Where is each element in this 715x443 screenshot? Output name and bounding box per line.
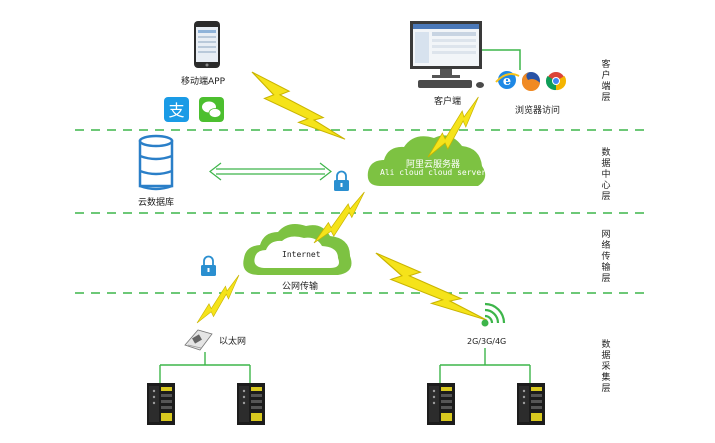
svg-text:e: e — [503, 74, 511, 89]
browser-access-label: 浏览器访问 — [515, 106, 561, 116]
mobile-phone-icon — [194, 21, 220, 68]
client-label: 客户端 — [434, 97, 462, 107]
ie-browser-icon: e — [495, 71, 520, 89]
internet-label: Internet — [282, 250, 321, 259]
collector-device-icon — [237, 383, 265, 425]
desktop-computer-icon — [410, 21, 521, 88]
ali-cloud-cn-label: 阿里云服务器 — [406, 160, 461, 170]
collector-device-icon — [427, 383, 455, 425]
layer-label-collection: 数据采集层 — [601, 340, 611, 394]
cloud-db-label: 云数据库 — [138, 198, 175, 208]
lightning-link-icon — [313, 191, 365, 244]
public-net-label: 公网传输 — [282, 282, 319, 292]
wifi-signal-icon — [481, 302, 506, 327]
ali-cloud-icon — [367, 135, 486, 186]
ethernet-label: 以太网 — [219, 337, 247, 347]
wechat-icon — [199, 97, 224, 122]
lock-icon — [201, 255, 216, 276]
mobile-app-label: 移动端APP — [181, 77, 226, 87]
device-connection-lines — [159, 348, 531, 383]
ali-cloud-en-label: Ali cloud cloud server — [380, 168, 486, 177]
svg-text:支: 支 — [168, 101, 184, 120]
lightning-link-icon — [196, 274, 240, 324]
layer-label-network: 网络传输层 — [601, 230, 611, 284]
collector-device-icon — [147, 383, 175, 425]
collector-device-icon — [517, 383, 545, 425]
ethernet-module-icon — [184, 329, 213, 351]
database-icon — [138, 134, 174, 191]
lightning-link-icon — [251, 71, 346, 140]
layer-label-datacenter: 数据中心层 — [601, 148, 611, 202]
alipay-icon: 支 — [164, 97, 189, 122]
layer-label-client: 客户端层 — [601, 60, 611, 103]
double-arrow-icon — [209, 162, 332, 181]
cellular-label: 2G/3G/4G — [467, 337, 507, 346]
firefox-browser-icon — [521, 72, 540, 92]
lock-icon — [334, 170, 349, 191]
lightning-link-icon — [375, 252, 488, 321]
internet-cloud-icon — [243, 224, 352, 275]
chrome-browser-icon — [545, 72, 567, 91]
